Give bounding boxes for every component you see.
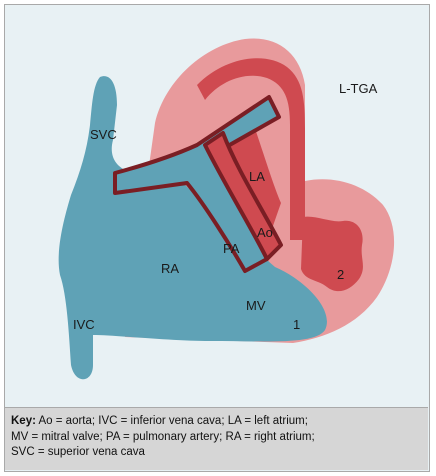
heart-diagram: L-TGA SVC LA Ao PA RA MV IVC 1 2 [5,5,428,407]
label-2: 2 [337,267,344,282]
heart-diagram-svg: L-TGA SVC LA Ao PA RA MV IVC 1 2 [5,5,428,407]
label-ao: Ao [257,225,273,240]
label-pa: PA [223,241,240,256]
diagram-title: L-TGA [339,81,378,96]
figure-frame: L-TGA SVC LA Ao PA RA MV IVC 1 2 Key: Ao… [4,4,430,472]
key-legend: Key: Ao = aorta; IVC = inferior vena cav… [5,407,428,470]
label-la: LA [249,169,265,184]
key-line-2: MV = mitral valve; PA = pulmonary artery… [11,430,422,446]
key-line-1: Key: Ao = aorta; IVC = inferior vena cav… [11,414,422,430]
label-1: 1 [293,317,300,332]
key-line-1-text: Ao = aorta; IVC = inferior vena cava; LA… [36,415,308,427]
label-mv: MV [246,298,266,313]
label-ivc: IVC [73,317,95,332]
key-prefix: Key: [11,415,36,427]
label-svc: SVC [90,127,117,142]
key-line-3: SVC = superior vena cava [11,445,422,461]
label-ra: RA [161,261,179,276]
